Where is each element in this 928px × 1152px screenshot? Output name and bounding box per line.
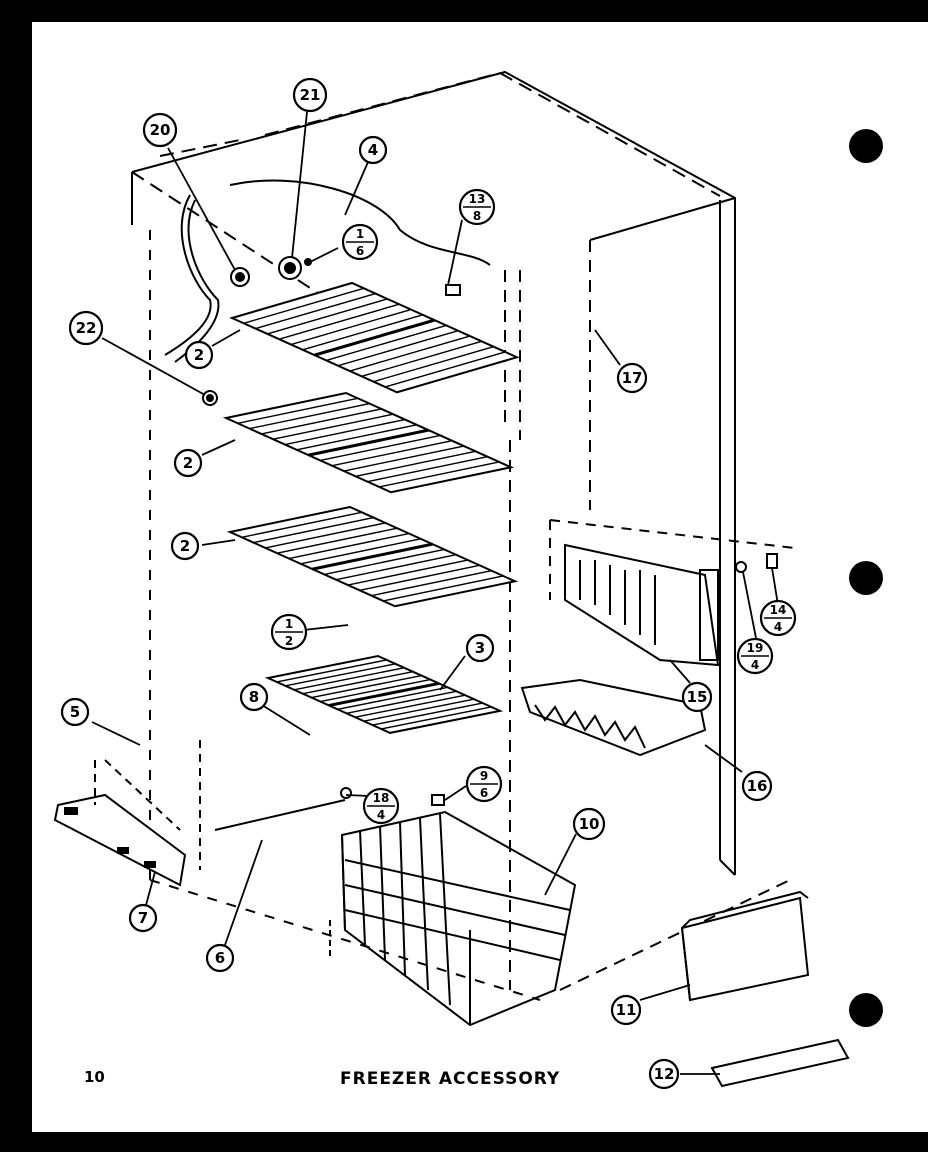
freezer-shelf-1	[229, 281, 520, 394]
callout-4: 4	[358, 135, 388, 165]
callout-label: 2	[183, 454, 193, 472]
callout-5: 5	[60, 697, 90, 727]
freezer-basket	[329, 810, 577, 1027]
fraction-callout-14-4: 144	[759, 599, 797, 637]
callout-12: 12	[648, 1058, 680, 1090]
fraction-top: 1	[356, 227, 364, 241]
callout-label: 6	[215, 949, 225, 967]
freezer-shelf-4	[264, 654, 504, 734]
callout-7: 7	[128, 903, 158, 933]
callout-16: 16	[741, 770, 773, 802]
evaporator-cover	[549, 519, 796, 667]
callout-label: 10	[579, 815, 600, 833]
callout-2: 2	[184, 340, 214, 370]
callout-label: 7	[138, 909, 148, 927]
binder-hole-bottom	[849, 993, 883, 1027]
freezer-shelf-2	[222, 391, 515, 494]
callout-10: 10	[572, 807, 606, 841]
diagram-title: FREEZER ACCESSORY	[340, 1069, 560, 1089]
fraction-top: 14	[770, 603, 787, 617]
page-number: 10	[84, 1068, 105, 1086]
fraction-top: 1	[285, 617, 293, 631]
fraction-callout-13-8: 138	[458, 188, 496, 226]
callout-label: 4	[368, 141, 378, 159]
callout-6: 6	[205, 943, 235, 973]
callout-2: 2	[170, 531, 200, 561]
callout-21: 21	[292, 77, 328, 113]
fraction-bottom: 4	[377, 808, 385, 822]
fraction-bottom: 2	[285, 634, 293, 648]
callout-11: 11	[610, 994, 642, 1026]
hardware-parts	[202, 256, 778, 806]
callout-label: 11	[616, 1001, 637, 1019]
callout-label: 2	[194, 346, 204, 364]
binder-hole-middle	[849, 561, 883, 595]
callout-label: 12	[654, 1065, 675, 1083]
callout-label: 20	[150, 121, 171, 139]
callout-3: 3	[465, 633, 495, 663]
callout-label: 16	[747, 777, 768, 795]
callout-22: 22	[68, 310, 104, 346]
fraction-top: 13	[469, 192, 486, 206]
fraction-top: 9	[480, 769, 488, 783]
fraction-bottom: 8	[473, 209, 481, 223]
storage-bin	[680, 890, 810, 1002]
ice-tray	[520, 678, 707, 757]
fraction-callout-18-4: 184	[362, 787, 400, 825]
callout-label: 22	[76, 319, 97, 337]
fraction-bottom: 4	[774, 620, 782, 634]
fraction-top: 18	[373, 791, 390, 805]
fraction-bottom: 6	[356, 244, 364, 258]
scan-edge	[32, 1132, 928, 1152]
callout-15: 15	[681, 681, 713, 713]
binder-hole-top	[849, 129, 883, 163]
fraction-callout-1-2: 12	[270, 613, 308, 651]
fraction-callout-1-6: 16	[341, 223, 379, 261]
door-rail	[53, 759, 187, 887]
callout-label: 5	[70, 703, 80, 721]
callout-label: 17	[622, 369, 643, 387]
freezer-shelf-3	[226, 505, 519, 608]
leader-lines	[91, 111, 779, 1075]
fraction-callout-19-4: 194	[736, 637, 774, 675]
fraction-bottom: 4	[751, 658, 759, 672]
trim-strip	[710, 1038, 850, 1088]
callout-label: 2	[180, 537, 190, 555]
callout-2: 2	[173, 448, 203, 478]
support-rod	[199, 740, 346, 870]
callout-label: 21	[300, 86, 321, 104]
fraction-bottom: 6	[480, 786, 488, 800]
callout-label: 15	[687, 688, 708, 706]
callout-label: 8	[249, 688, 259, 706]
callout-17: 17	[616, 362, 648, 394]
callout-20: 20	[142, 112, 178, 148]
callout-label: 3	[475, 639, 485, 657]
freezer-cabinet	[131, 70, 791, 1001]
fraction-callout-9-6: 96	[465, 765, 503, 803]
callout-8: 8	[239, 682, 269, 712]
fraction-top: 19	[747, 641, 764, 655]
